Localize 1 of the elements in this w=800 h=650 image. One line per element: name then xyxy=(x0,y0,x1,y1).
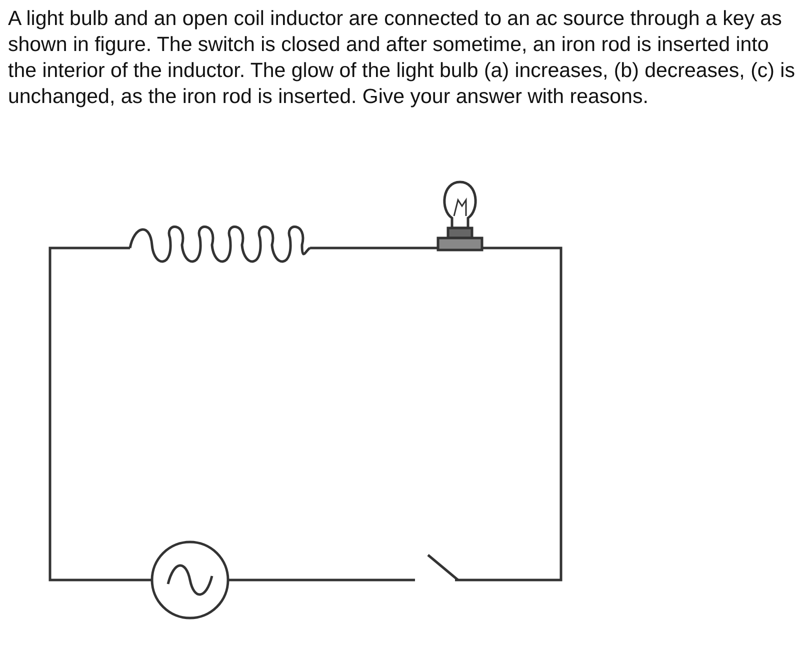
question-text: A light bulb and an open coil inductor are connected to an ac source through a key as shown in figure. The switch is closed and after sometime, an iron rod is inserted into the interior of the inductor. The glow of the light bulb (a) increases, (b) decreases, (c) is unchanged, as the iron rod is inserted. Give your answer with reasons. xyxy=(8,6,796,110)
